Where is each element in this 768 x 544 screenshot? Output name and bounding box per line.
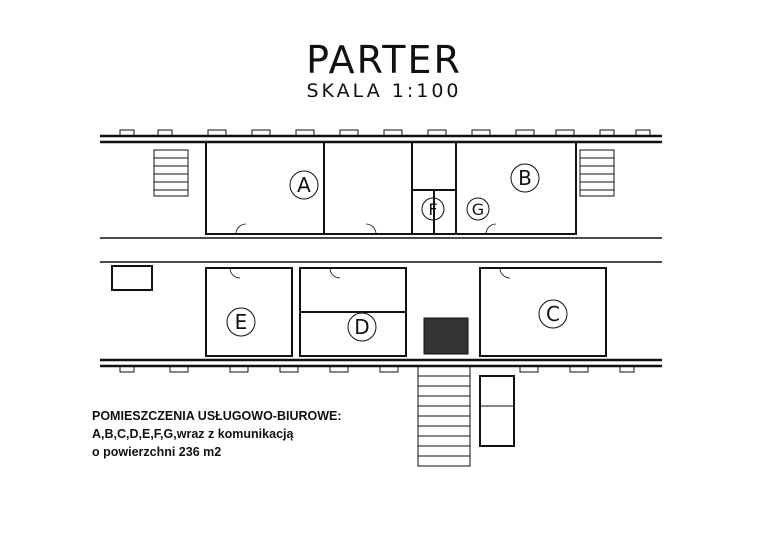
room-g-marker: [466, 197, 490, 221]
room-f-label: F: [428, 200, 437, 219]
door-swings: [229, 223, 511, 279]
room-e-label: E: [235, 310, 248, 334]
room-g-label: G: [472, 200, 484, 219]
central-stairs: [417, 317, 515, 467]
legend-line-1: POMIESZCZENIA USŁUGOWO-BIUROWE:: [92, 409, 342, 423]
room-d-label: D: [354, 315, 369, 339]
plan-title: PARTER: [306, 38, 462, 82]
room-c-label: C: [546, 302, 560, 326]
room-e-marker: [226, 307, 256, 337]
room-a-label: A: [297, 173, 311, 197]
legend-line-2: A,B,C,D,E,F,G,wraz z komunikacją: [92, 427, 294, 441]
room-a-marker: [289, 170, 319, 200]
stairs-right-upper: [579, 149, 615, 197]
room-markers: [226, 163, 568, 342]
windows-bottom: [119, 365, 635, 373]
stairs-left-upper: [153, 149, 189, 197]
windows-top: [119, 129, 651, 137]
plan-scale: SKALA 1:100: [306, 80, 462, 102]
room-c-marker: [538, 299, 568, 329]
legend-line-3: o powierzchni 236 m2: [92, 445, 222, 459]
room-b-label: B: [518, 166, 532, 190]
room-d-marker: [347, 312, 377, 342]
room-f-marker: [421, 197, 445, 221]
legend: POMIESZCZENIA USŁUGOWO-BIUROWE: A,B,C,D,…: [92, 407, 342, 461]
room-b-marker: [510, 163, 540, 193]
upper-rooms: [205, 141, 577, 235]
lower-rooms: [111, 265, 607, 357]
room-labels: A B C D E F G: [235, 166, 560, 339]
outer-wall-bottom: [100, 358, 662, 368]
corridor: [100, 237, 662, 263]
